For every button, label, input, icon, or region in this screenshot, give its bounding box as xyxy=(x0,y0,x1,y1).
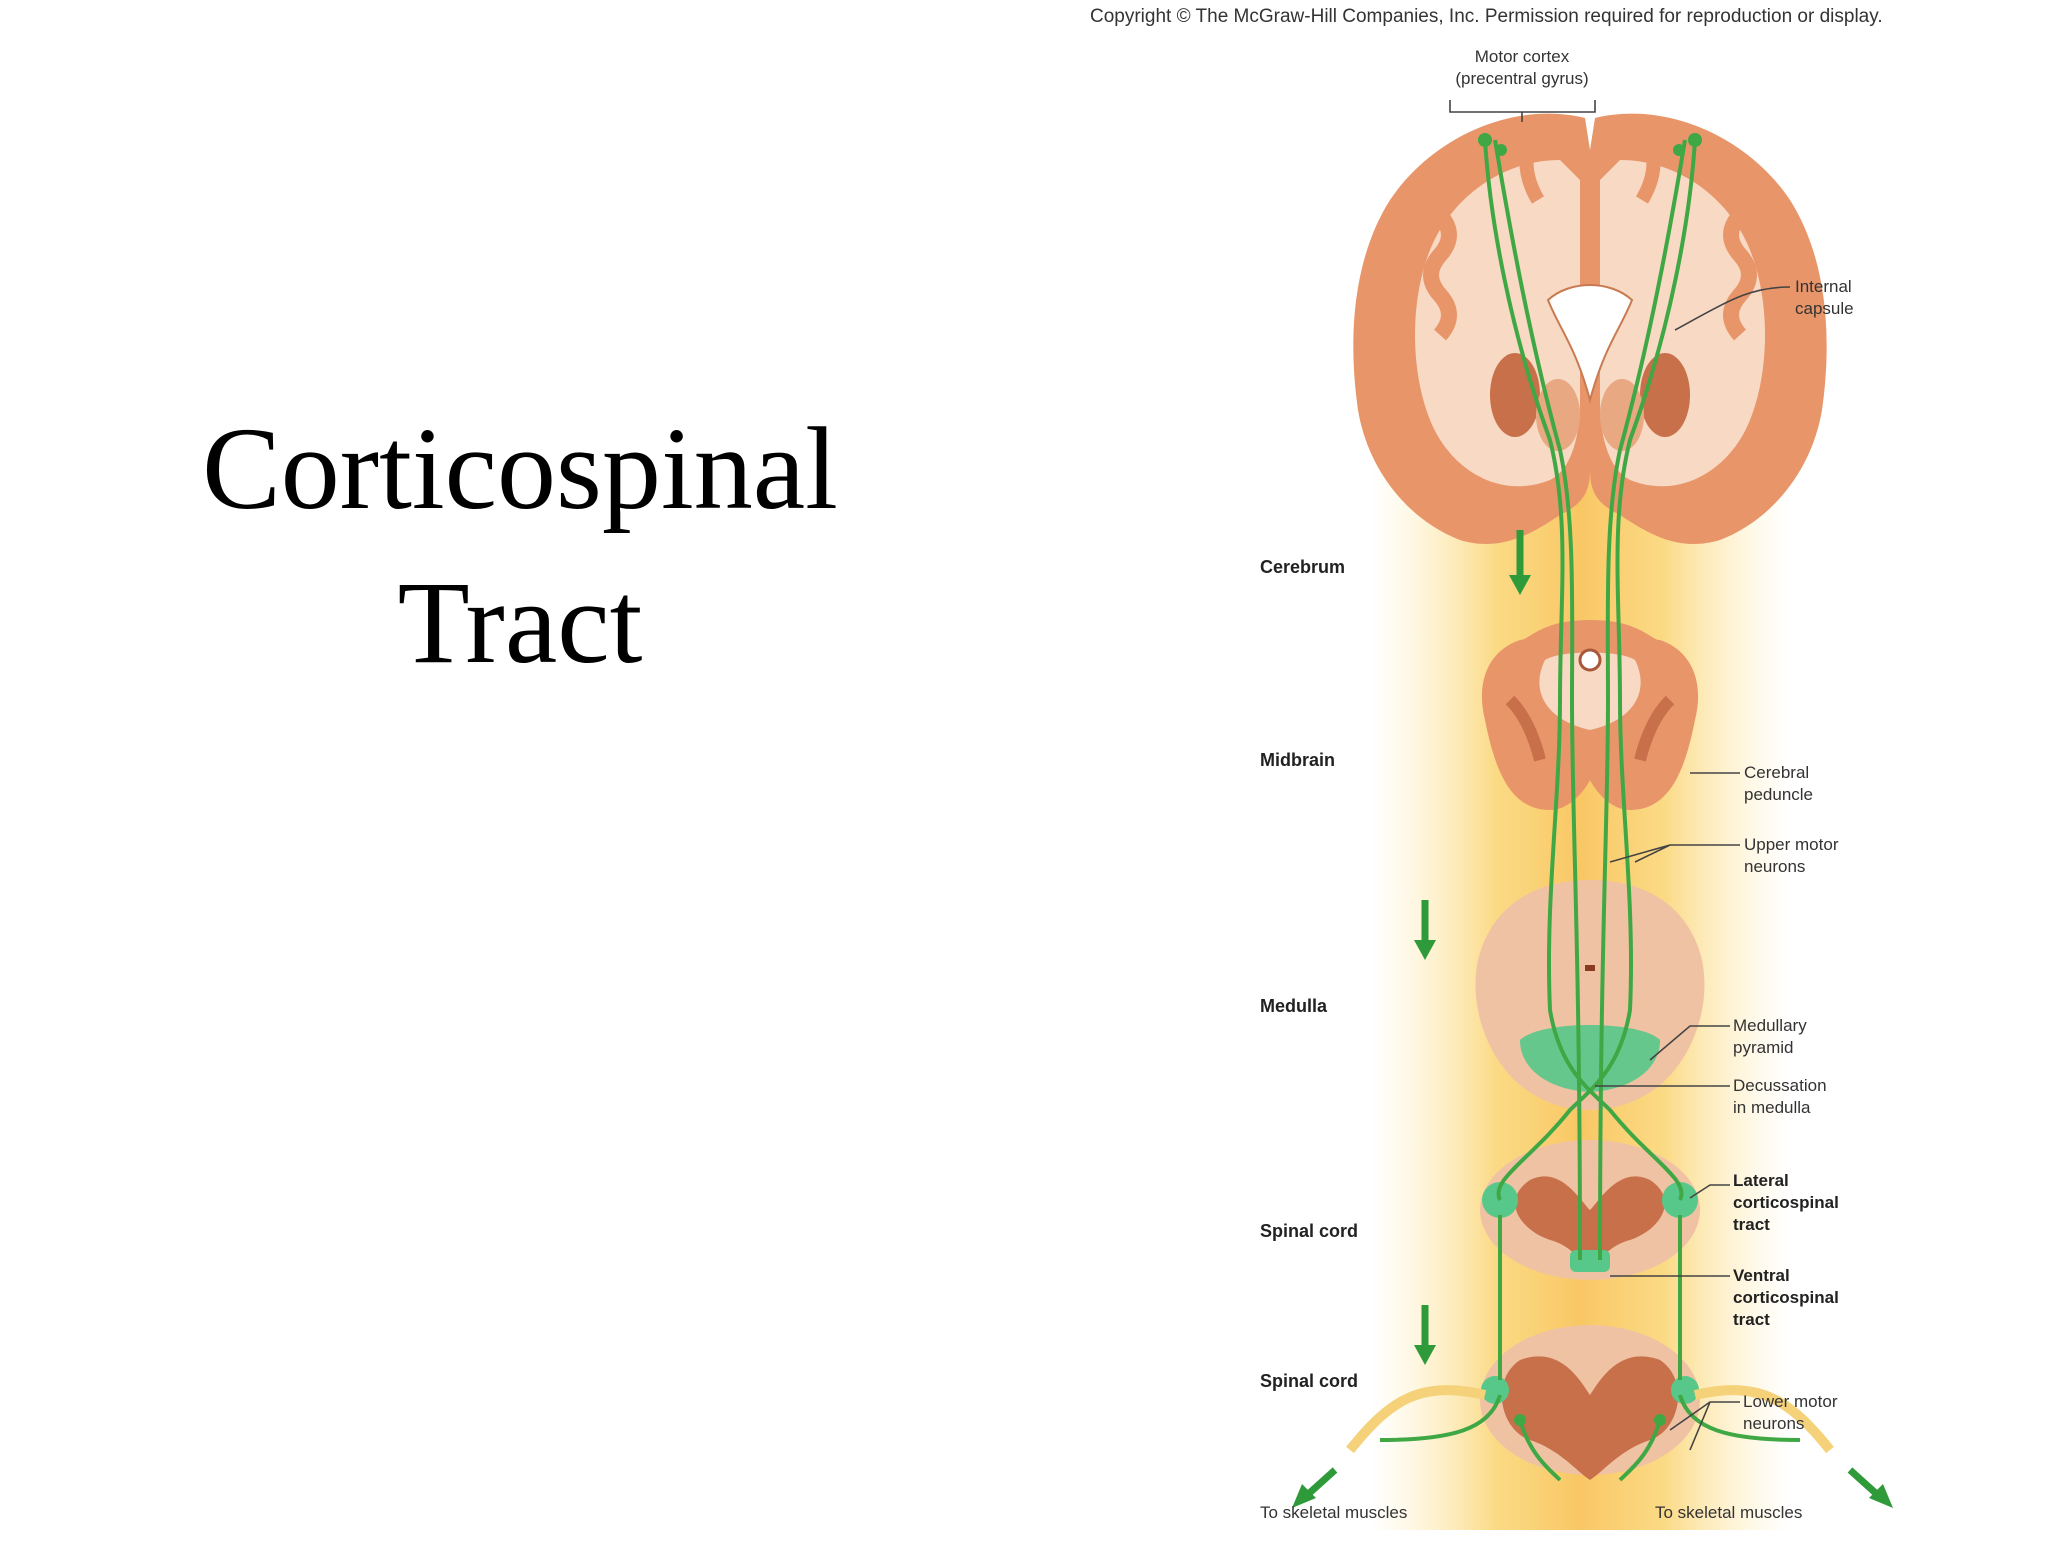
internal-capsule-sublabel: capsule xyxy=(1795,299,1854,318)
ventral-tract-label-3: tract xyxy=(1733,1310,1770,1329)
cerebral-peduncle-label: Cerebral xyxy=(1744,763,1809,782)
ventral-tract-label: Ventral xyxy=(1733,1266,1790,1285)
upper-motor-neurons-label: Upper motor xyxy=(1744,835,1839,854)
spinal-cord-label-1: Spinal cord xyxy=(1260,1221,1358,1241)
callout-labels: Internal capsule Cerebral peduncle Upper… xyxy=(1733,277,1854,1433)
skeletal-muscles-label-right: To skeletal muscles xyxy=(1655,1503,1802,1522)
medulla-section xyxy=(1475,880,1705,1110)
upper-motor-neuron-somas xyxy=(1478,133,1702,156)
spinal-cord-upper-section xyxy=(1480,1140,1700,1280)
title-line-1: Corticospinal xyxy=(202,403,838,534)
skeletal-muscles-label-left: To skeletal muscles xyxy=(1260,1503,1407,1522)
upper-motor-neurons-sublabel: neurons xyxy=(1744,857,1805,876)
direction-arrows xyxy=(1292,530,1893,1508)
spinal-cord-lower-section xyxy=(1346,1325,1834,1480)
cerebrum-label: Cerebrum xyxy=(1260,557,1345,577)
lateral-tract-label-3: tract xyxy=(1733,1215,1770,1234)
lower-motor-neurons-sublabel: neurons xyxy=(1743,1414,1804,1433)
diagram-svg: Motor cortex (precentral gyrus) Cerebrum… xyxy=(1260,47,1893,1530)
ventral-tract-label-2: corticospinal xyxy=(1733,1288,1839,1307)
lateral-tract-label-2: corticospinal xyxy=(1733,1193,1839,1212)
medullary-pyramid-label: Medullary xyxy=(1733,1016,1807,1035)
cerebrum-section xyxy=(1353,113,1827,544)
cerebral-peduncle-sublabel: peduncle xyxy=(1744,785,1813,804)
motor-cortex-label: Motor cortex xyxy=(1475,47,1570,66)
decussation-sublabel: in medulla xyxy=(1733,1098,1811,1117)
lower-motor-neuron-somas xyxy=(1514,1414,1666,1426)
decussation-label: Decussation xyxy=(1733,1076,1827,1095)
midbrain-label: Midbrain xyxy=(1260,750,1335,770)
lower-motor-neurons-label: Lower motor xyxy=(1743,1392,1838,1411)
internal-capsule-label: Internal xyxy=(1795,277,1852,296)
lateral-tract-label: Lateral xyxy=(1733,1171,1789,1190)
leader-lines xyxy=(1449,100,1791,1451)
spinal-cord-label-2: Spinal cord xyxy=(1260,1371,1358,1391)
ventral-tract xyxy=(1570,1250,1610,1272)
medulla-label: Medulla xyxy=(1260,996,1328,1016)
corticospinal-diagram: Copyright © The McGraw-Hill Companies, I… xyxy=(1090,0,2048,1536)
motor-cortex-sublabel: (precentral gyrus) xyxy=(1455,69,1588,88)
slide-title: Corticospinal Tract xyxy=(150,392,890,700)
corticospinal-tracts xyxy=(1379,139,1801,1482)
copyright-notice: Copyright © The McGraw-Hill Companies, I… xyxy=(1090,6,1883,27)
midbrain-section xyxy=(1481,620,1699,810)
medullary-pyramid-sublabel: pyramid xyxy=(1733,1038,1793,1057)
title-line-2: Tract xyxy=(397,557,643,688)
cerebral-aqueduct xyxy=(1578,648,1602,672)
